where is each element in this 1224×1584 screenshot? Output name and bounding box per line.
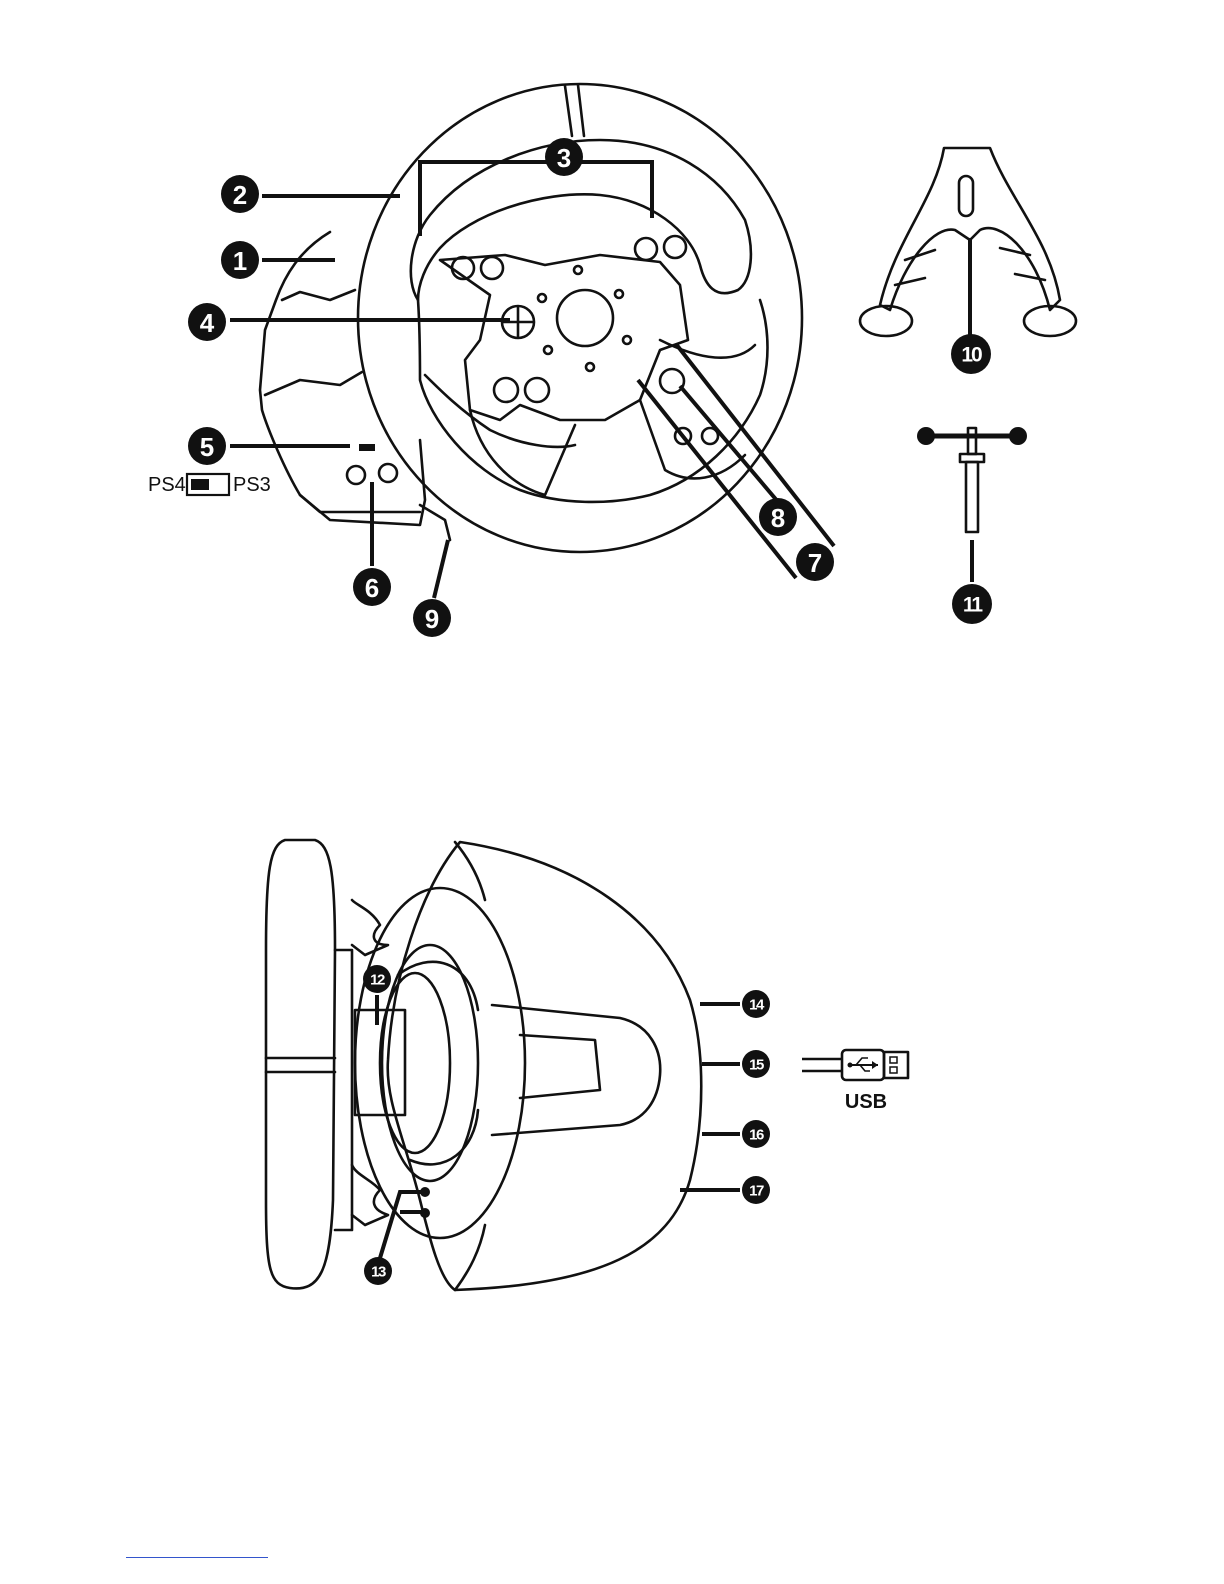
svg-text:15: 15 bbox=[749, 1057, 764, 1074]
mode-switch-legend: PS4 PS3 bbox=[148, 474, 271, 496]
footnote-rule bbox=[126, 1557, 268, 1558]
wheel-side-view bbox=[266, 840, 701, 1290]
callout-7: 7 bbox=[796, 543, 834, 581]
callout-5: 5 bbox=[188, 427, 226, 465]
svg-text:5: 5 bbox=[200, 432, 214, 462]
svg-text:17: 17 bbox=[749, 1183, 764, 1200]
leader-lines-bottom bbox=[377, 995, 740, 1258]
callout-8: 8 bbox=[759, 498, 797, 536]
mode-switch-ps3-label: PS3 bbox=[233, 474, 271, 496]
svg-text:1: 1 bbox=[233, 246, 247, 276]
clamp-screw bbox=[917, 427, 1027, 582]
svg-text:7: 7 bbox=[808, 548, 822, 578]
svg-text:8: 8 bbox=[771, 503, 785, 533]
svg-text:6: 6 bbox=[365, 573, 379, 603]
mode-switch-ps4-label: PS4 bbox=[148, 474, 186, 496]
callout-12: 12 bbox=[363, 965, 391, 993]
callout-1: 1 bbox=[221, 241, 259, 279]
callout-6: 6 bbox=[353, 568, 391, 606]
table-clamp bbox=[860, 148, 1076, 338]
svg-text:14: 14 bbox=[749, 997, 765, 1014]
callout-16: 16 bbox=[742, 1120, 770, 1148]
svg-text:10: 10 bbox=[961, 344, 982, 367]
svg-text:12: 12 bbox=[370, 972, 385, 989]
svg-text:3: 3 bbox=[557, 143, 571, 173]
callout-15: 15 bbox=[742, 1050, 770, 1078]
svg-text:2: 2 bbox=[233, 180, 247, 210]
usb-icon bbox=[848, 1058, 879, 1071]
callout-11: 11 bbox=[952, 584, 992, 624]
mode-switch-slot bbox=[359, 444, 375, 451]
svg-text:16: 16 bbox=[749, 1127, 764, 1144]
svg-text:9: 9 bbox=[425, 604, 439, 634]
svg-text:11: 11 bbox=[963, 594, 984, 617]
svg-text:4: 4 bbox=[200, 308, 215, 338]
callout-13: 13 bbox=[364, 1257, 392, 1285]
svg-text:13: 13 bbox=[371, 1264, 386, 1281]
callout-4: 4 bbox=[188, 303, 226, 341]
usb-connector: USB bbox=[802, 1050, 908, 1113]
callout-9: 9 bbox=[413, 599, 451, 637]
callout-3: 3 bbox=[545, 138, 583, 176]
usb-label: USB bbox=[845, 1091, 887, 1113]
callout-17: 17 bbox=[742, 1176, 770, 1204]
callout-14: 14 bbox=[742, 990, 770, 1018]
callout-10: 10 bbox=[951, 334, 991, 374]
callout-2: 2 bbox=[221, 175, 259, 213]
